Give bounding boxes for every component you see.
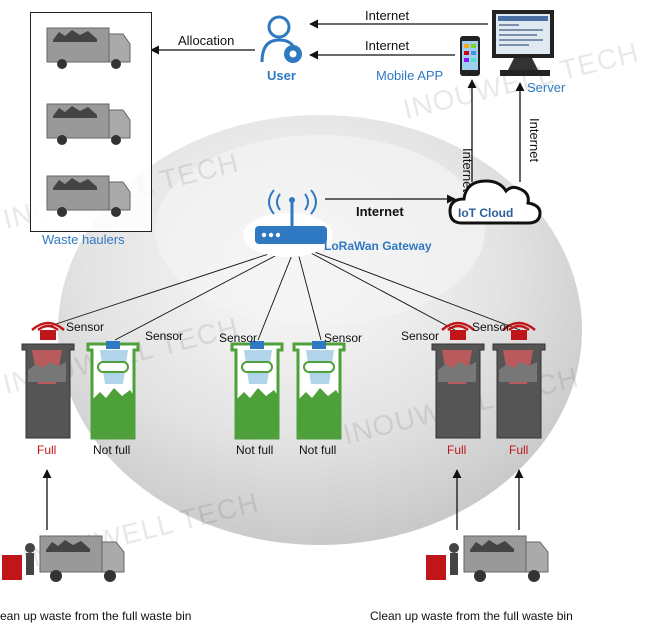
caption-right: Clean up waste from the full waste bin bbox=[370, 609, 573, 623]
full-bin-icon bbox=[492, 321, 546, 439]
waste-haulers-label: Waste haulers bbox=[42, 232, 125, 247]
not-full-bin-icon bbox=[86, 341, 140, 440]
collection-truck-icon bbox=[2, 535, 125, 582]
bin-status-not-full: Not full bbox=[93, 443, 131, 457]
iot-cloud-label: IoT Cloud bbox=[458, 206, 514, 220]
bin-status-full: Full bbox=[509, 443, 529, 457]
sensor-label: Sensor bbox=[472, 320, 511, 334]
truck-icon bbox=[46, 27, 131, 69]
not-full-bin-icon bbox=[230, 341, 284, 440]
bin-status-full: Full bbox=[447, 443, 467, 457]
truck-icon bbox=[46, 103, 131, 145]
not-full-bin-icon bbox=[292, 341, 346, 440]
user-label: User bbox=[267, 68, 296, 83]
bin-status-not-full: Not full bbox=[236, 443, 274, 457]
caption-left: ean up waste from the full waste bin bbox=[0, 609, 192, 623]
mobile-app-label: Mobile APP bbox=[376, 68, 444, 83]
server-label: Server bbox=[527, 80, 566, 95]
sensor-label: Sensor bbox=[145, 329, 184, 343]
internet-label: Internet bbox=[365, 38, 410, 53]
sensor-label: Sensor bbox=[219, 331, 258, 345]
bin-status-not-full: Not full bbox=[299, 443, 337, 457]
internet-label: Internet bbox=[365, 8, 410, 23]
sensor-label: Sensor bbox=[324, 331, 363, 345]
sensor-label: Sensor bbox=[401, 329, 440, 343]
sensor-label: Sensor bbox=[66, 320, 105, 334]
gateway-label: LoRaWan Gateway bbox=[324, 239, 432, 253]
truck-icon bbox=[46, 175, 131, 217]
full-bin-icon bbox=[21, 321, 75, 439]
bin-status-full: Full bbox=[37, 443, 57, 457]
full-bin-icon bbox=[431, 321, 485, 439]
collection-truck-icon bbox=[426, 535, 549, 582]
internet-label: Internet bbox=[356, 204, 404, 219]
allocation-label: Allocation bbox=[178, 33, 235, 48]
